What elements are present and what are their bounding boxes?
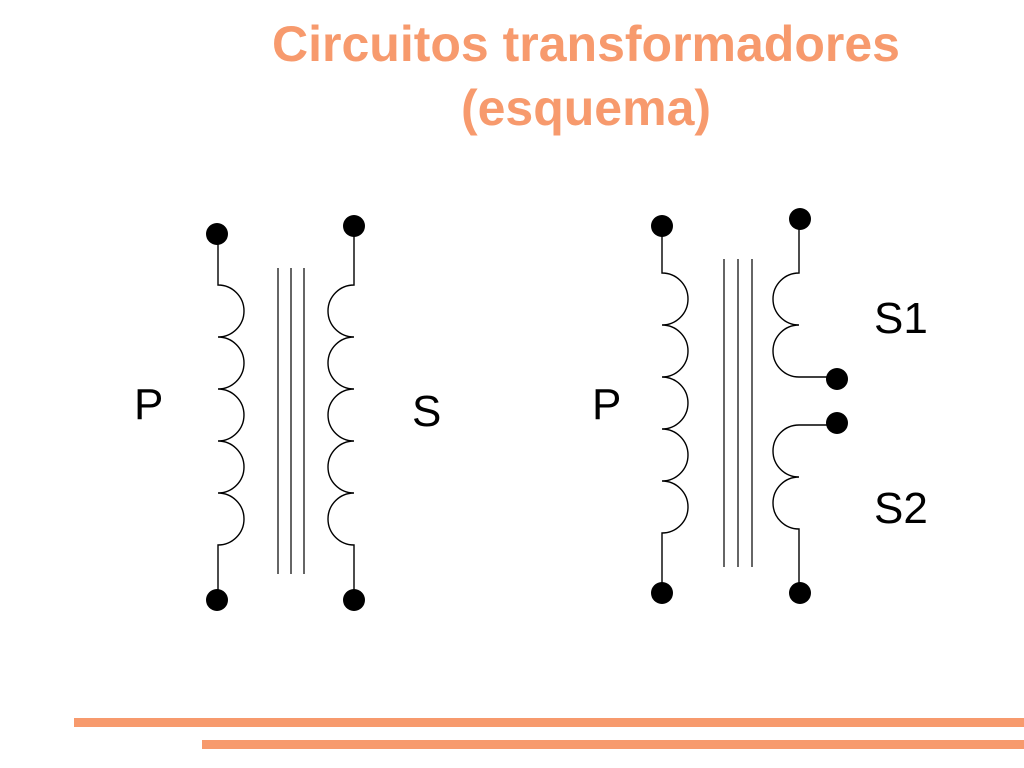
title-line-2: (esquema): [460, 80, 712, 136]
terminal-left-primary-top: [206, 223, 228, 245]
primary-winding-left: [206, 223, 245, 611]
terminal-s2-top: [826, 412, 848, 434]
label-left-primary: P: [134, 380, 163, 429]
terminal-s1-bottom: [826, 368, 848, 390]
secondary-winding-s2: [772, 412, 848, 604]
secondary-winding-s1: [772, 208, 848, 390]
label-left-secondary: S: [412, 387, 441, 436]
terminal-left-secondary-bottom: [343, 589, 365, 611]
label-s1: S1: [874, 294, 928, 343]
terminal-left-secondary-top: [343, 215, 365, 237]
transformer-left: P S: [134, 215, 441, 611]
slide-title: Circuitos transformadores (esquema): [0, 12, 1024, 140]
terminal-right-primary-top: [651, 215, 673, 237]
terminal-s1-top: [789, 208, 811, 230]
label-s2: S2: [874, 484, 928, 533]
decorative-bar-top: [74, 718, 1024, 727]
terminal-left-primary-bottom: [206, 589, 228, 611]
primary-winding-right: [651, 215, 689, 604]
label-right-primary: P: [592, 380, 621, 429]
terminal-right-primary-bottom: [651, 582, 673, 604]
core-right: [723, 259, 753, 567]
secondary-winding-left: [327, 215, 365, 611]
title-line-1: Circuitos transformadores: [272, 16, 900, 72]
core-left: [277, 268, 305, 574]
transformer-right: P S1 S2: [592, 208, 928, 604]
decorative-bar-bottom: [202, 740, 1024, 749]
terminal-s2-bottom: [789, 582, 811, 604]
